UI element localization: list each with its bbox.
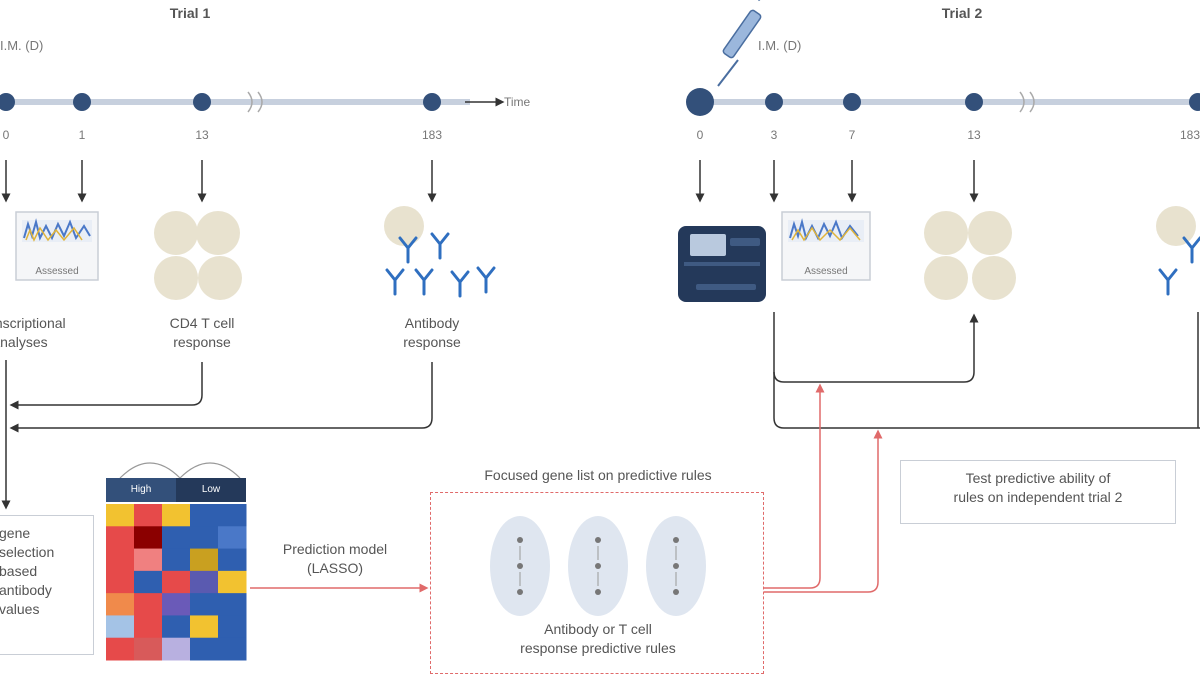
t2-node-183 <box>1189 93 1200 111</box>
transcriptional-label: Transcriptional analyses <box>0 315 66 350</box>
time-label: Time <box>504 95 531 109</box>
t1-node-13 <box>193 93 211 111</box>
heatmap-cell <box>218 615 247 639</box>
t2-cells-icon <box>924 211 1016 300</box>
heatmap-cell <box>218 526 247 550</box>
t2-antibody-icon <box>1156 206 1200 296</box>
test-ability-box: Test predictive ability of rules on inde… <box>900 460 1176 524</box>
heatmap-cell <box>190 570 219 594</box>
heatmap-cell <box>190 504 219 527</box>
heatmap-cell <box>190 615 219 639</box>
t2-node-3 <box>765 93 783 111</box>
heatmap-cell <box>218 637 247 661</box>
heatmap-cell <box>134 637 163 661</box>
heatmap-cell <box>162 615 191 639</box>
rules <box>490 516 706 616</box>
t1-cells-icon <box>154 211 242 300</box>
t1-tick: 1 <box>78 128 86 142</box>
rules-caption: Antibody or T cell response predictive r… <box>520 621 676 656</box>
t2-tick: 7 <box>848 128 856 142</box>
heatmap-cell <box>162 637 191 661</box>
t1-tick: 183 <box>421 128 443 142</box>
heatmap-cell <box>162 593 191 616</box>
heatmap-low: Low <box>201 484 221 495</box>
antibody-label: Antibody response <box>403 315 461 350</box>
heatmap-cell <box>162 548 191 572</box>
t1-antibody-icon <box>384 206 496 298</box>
t2-device-icon <box>678 226 766 302</box>
t2-assay-icon <box>781 211 871 281</box>
t1-assay-icon <box>15 211 99 281</box>
t1-node-183 <box>423 93 441 111</box>
syringe-icon <box>717 0 762 87</box>
heatmap-cell <box>218 570 247 594</box>
t2-node-13 <box>965 93 983 111</box>
heatmap-cell <box>162 504 191 527</box>
heatmap-cell <box>190 526 219 550</box>
t2-tick: 183 <box>1179 128 1200 142</box>
t1-node-0 <box>0 93 15 111</box>
t2-assay-label: Assessed <box>804 266 848 277</box>
heatmap-cell <box>162 526 191 550</box>
trial1-timeline <box>0 91 505 203</box>
prediction-model-label: Prediction model (LASSO) <box>282 541 388 576</box>
red-arrows <box>250 383 883 593</box>
t2-tick: 3 <box>770 128 778 142</box>
trial2-timeline <box>686 88 1200 203</box>
heatmap-cell <box>190 548 219 572</box>
heatmap-cell <box>134 548 163 572</box>
t1-tick: 0 <box>2 128 10 142</box>
heatmap-cell <box>190 593 219 616</box>
heatmap-cell <box>106 637 135 661</box>
t2-tick: 13 <box>967 128 981 142</box>
t1-connectors <box>1 360 433 510</box>
t2-node-7 <box>843 93 861 111</box>
heatmap-cell <box>134 615 163 639</box>
t1-tick: 13 <box>195 128 209 142</box>
heatmap-cell <box>134 593 163 616</box>
heatmap-cell <box>162 570 191 594</box>
heatmap-cell <box>218 504 247 527</box>
t2-node-0 <box>686 88 714 116</box>
heatmap-cell <box>218 593 247 616</box>
heatmap-cell <box>106 504 135 527</box>
heatmap-cell <box>134 504 163 527</box>
heatmap-cell <box>106 593 135 616</box>
heatmap-cell <box>134 526 163 550</box>
heatmap-high: High <box>130 484 152 495</box>
focused-title: Focused gene list on predictive rules <box>484 467 712 483</box>
heatmap-cell <box>106 526 135 550</box>
trial2-title: Trial 2 <box>941 5 983 21</box>
heatmap-cell <box>106 570 135 594</box>
cd4-label: CD4 T cell response <box>169 315 235 350</box>
trial1-title: Trial 1 <box>169 5 211 21</box>
trial2-dose: I.M. (D) <box>758 38 802 53</box>
focused-gene-box <box>430 492 764 674</box>
t2-tick: 0 <box>696 128 704 142</box>
heatmap-cell <box>190 637 219 661</box>
trial1-dose: I.M. (D) <box>0 38 44 53</box>
t1-node-1 <box>73 93 91 111</box>
t1-assay-label: Assessed <box>35 266 79 277</box>
heatmap <box>106 462 247 661</box>
gene-selection-box: gene selection based antibody values <box>0 515 94 655</box>
t2-connectors <box>773 312 1200 429</box>
heatmap-cell <box>134 570 163 594</box>
heatmap-cell <box>106 548 135 572</box>
heatmap-cell <box>106 615 135 639</box>
heatmap-cell <box>218 548 247 572</box>
